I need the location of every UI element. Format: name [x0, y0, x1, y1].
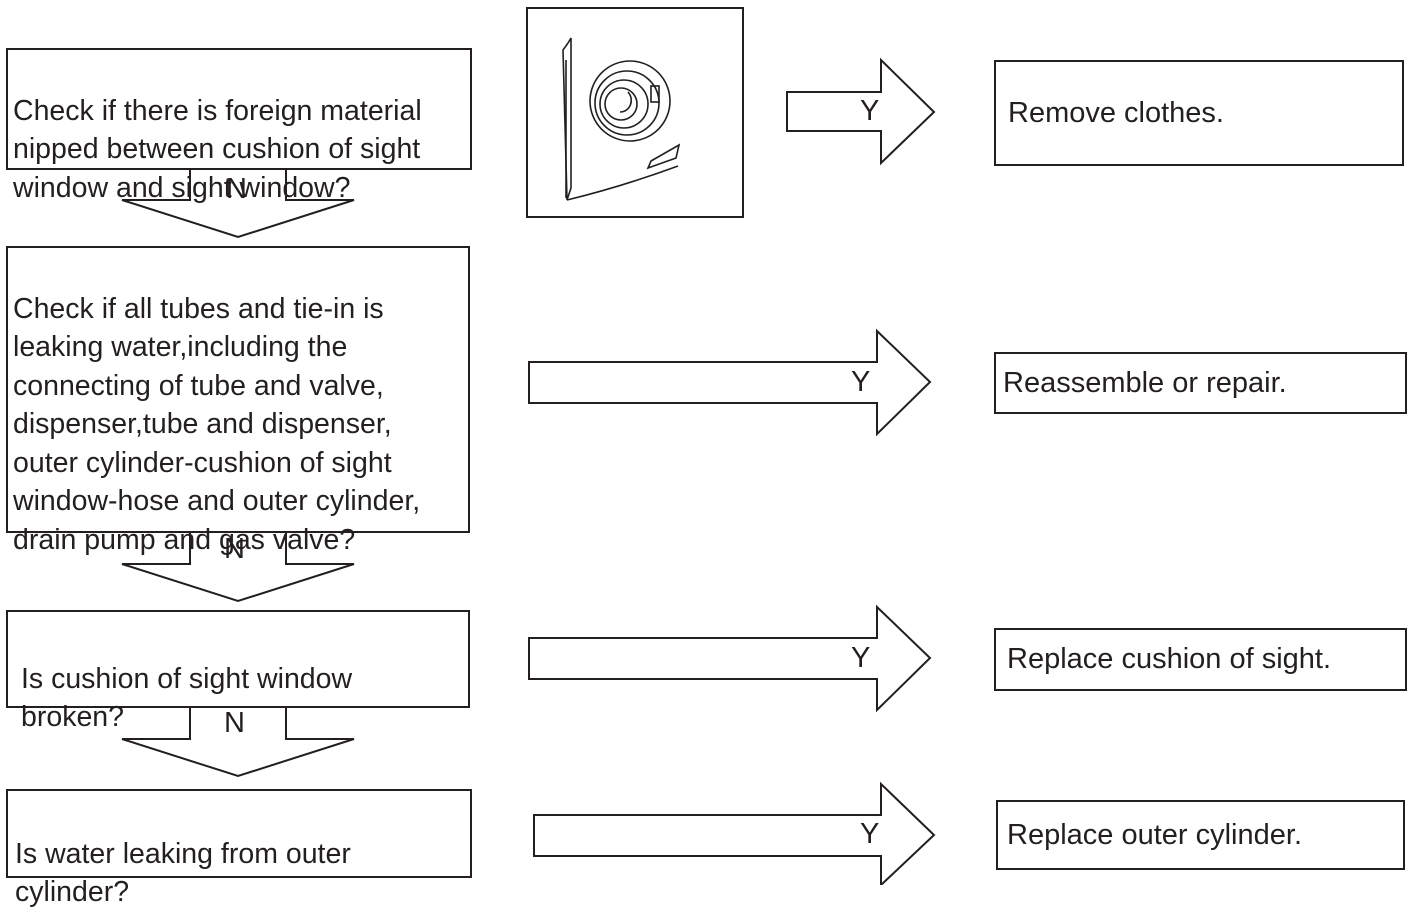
question-1-text: Check if there is foreign material nippe…: [13, 94, 422, 204]
no-arrow-2: [121, 531, 355, 603]
yes-arrow-1: [786, 57, 936, 166]
result-remove-clothes: Remove clothes.: [994, 60, 1404, 166]
question-outer-cylinder: Is water leaking from outer cylinder?: [6, 789, 472, 908]
flowchart-arrows: [121, 7, 936, 885]
yes-label-1: Y: [860, 95, 880, 127]
question-3-text: Is cushion of sight window broken?: [21, 662, 353, 734]
result-1-text: Remove clothes.: [1008, 96, 1224, 129]
no-label-3: N: [224, 707, 245, 739]
no-label-1: N: [226, 173, 247, 205]
result-4-text: Replace outer cylinder.: [1007, 818, 1302, 851]
yes-label-2: Y: [851, 366, 871, 398]
question-4-text: Is water leaking from outer cylinder?: [15, 837, 351, 909]
washing-machine-icon: [526, 7, 744, 218]
no-label-2: N: [224, 533, 245, 565]
question-foreign-material: Check if there is foreign material nippe…: [6, 48, 472, 204]
result-replace-cylinder: Replace outer cylinder.: [996, 800, 1405, 870]
question-cushion-broken: Is cushion of sight window broken?: [6, 610, 470, 733]
result-2-text: Reassemble or repair.: [1003, 366, 1287, 399]
yes-arrow-4: [533, 781, 936, 885]
question-2-text: Check if all tubes and tie-in is leaking…: [13, 292, 421, 556]
result-3-text: Replace cushion of sight.: [1007, 643, 1332, 675]
result-replace-cushion: Replace cushion of sight.: [994, 628, 1407, 691]
no-arrow-3: [121, 705, 355, 778]
result-reassemble: Reassemble or repair.: [994, 352, 1407, 414]
yes-arrow-3: [528, 604, 932, 713]
yes-label-3: Y: [851, 642, 871, 674]
yes-arrow-2: [528, 328, 932, 437]
yes-label-4: Y: [860, 818, 880, 850]
question-tubes-leaking: Check if all tubes and tie-in is leaking…: [6, 246, 470, 556]
no-arrow-1: [121, 167, 355, 239]
